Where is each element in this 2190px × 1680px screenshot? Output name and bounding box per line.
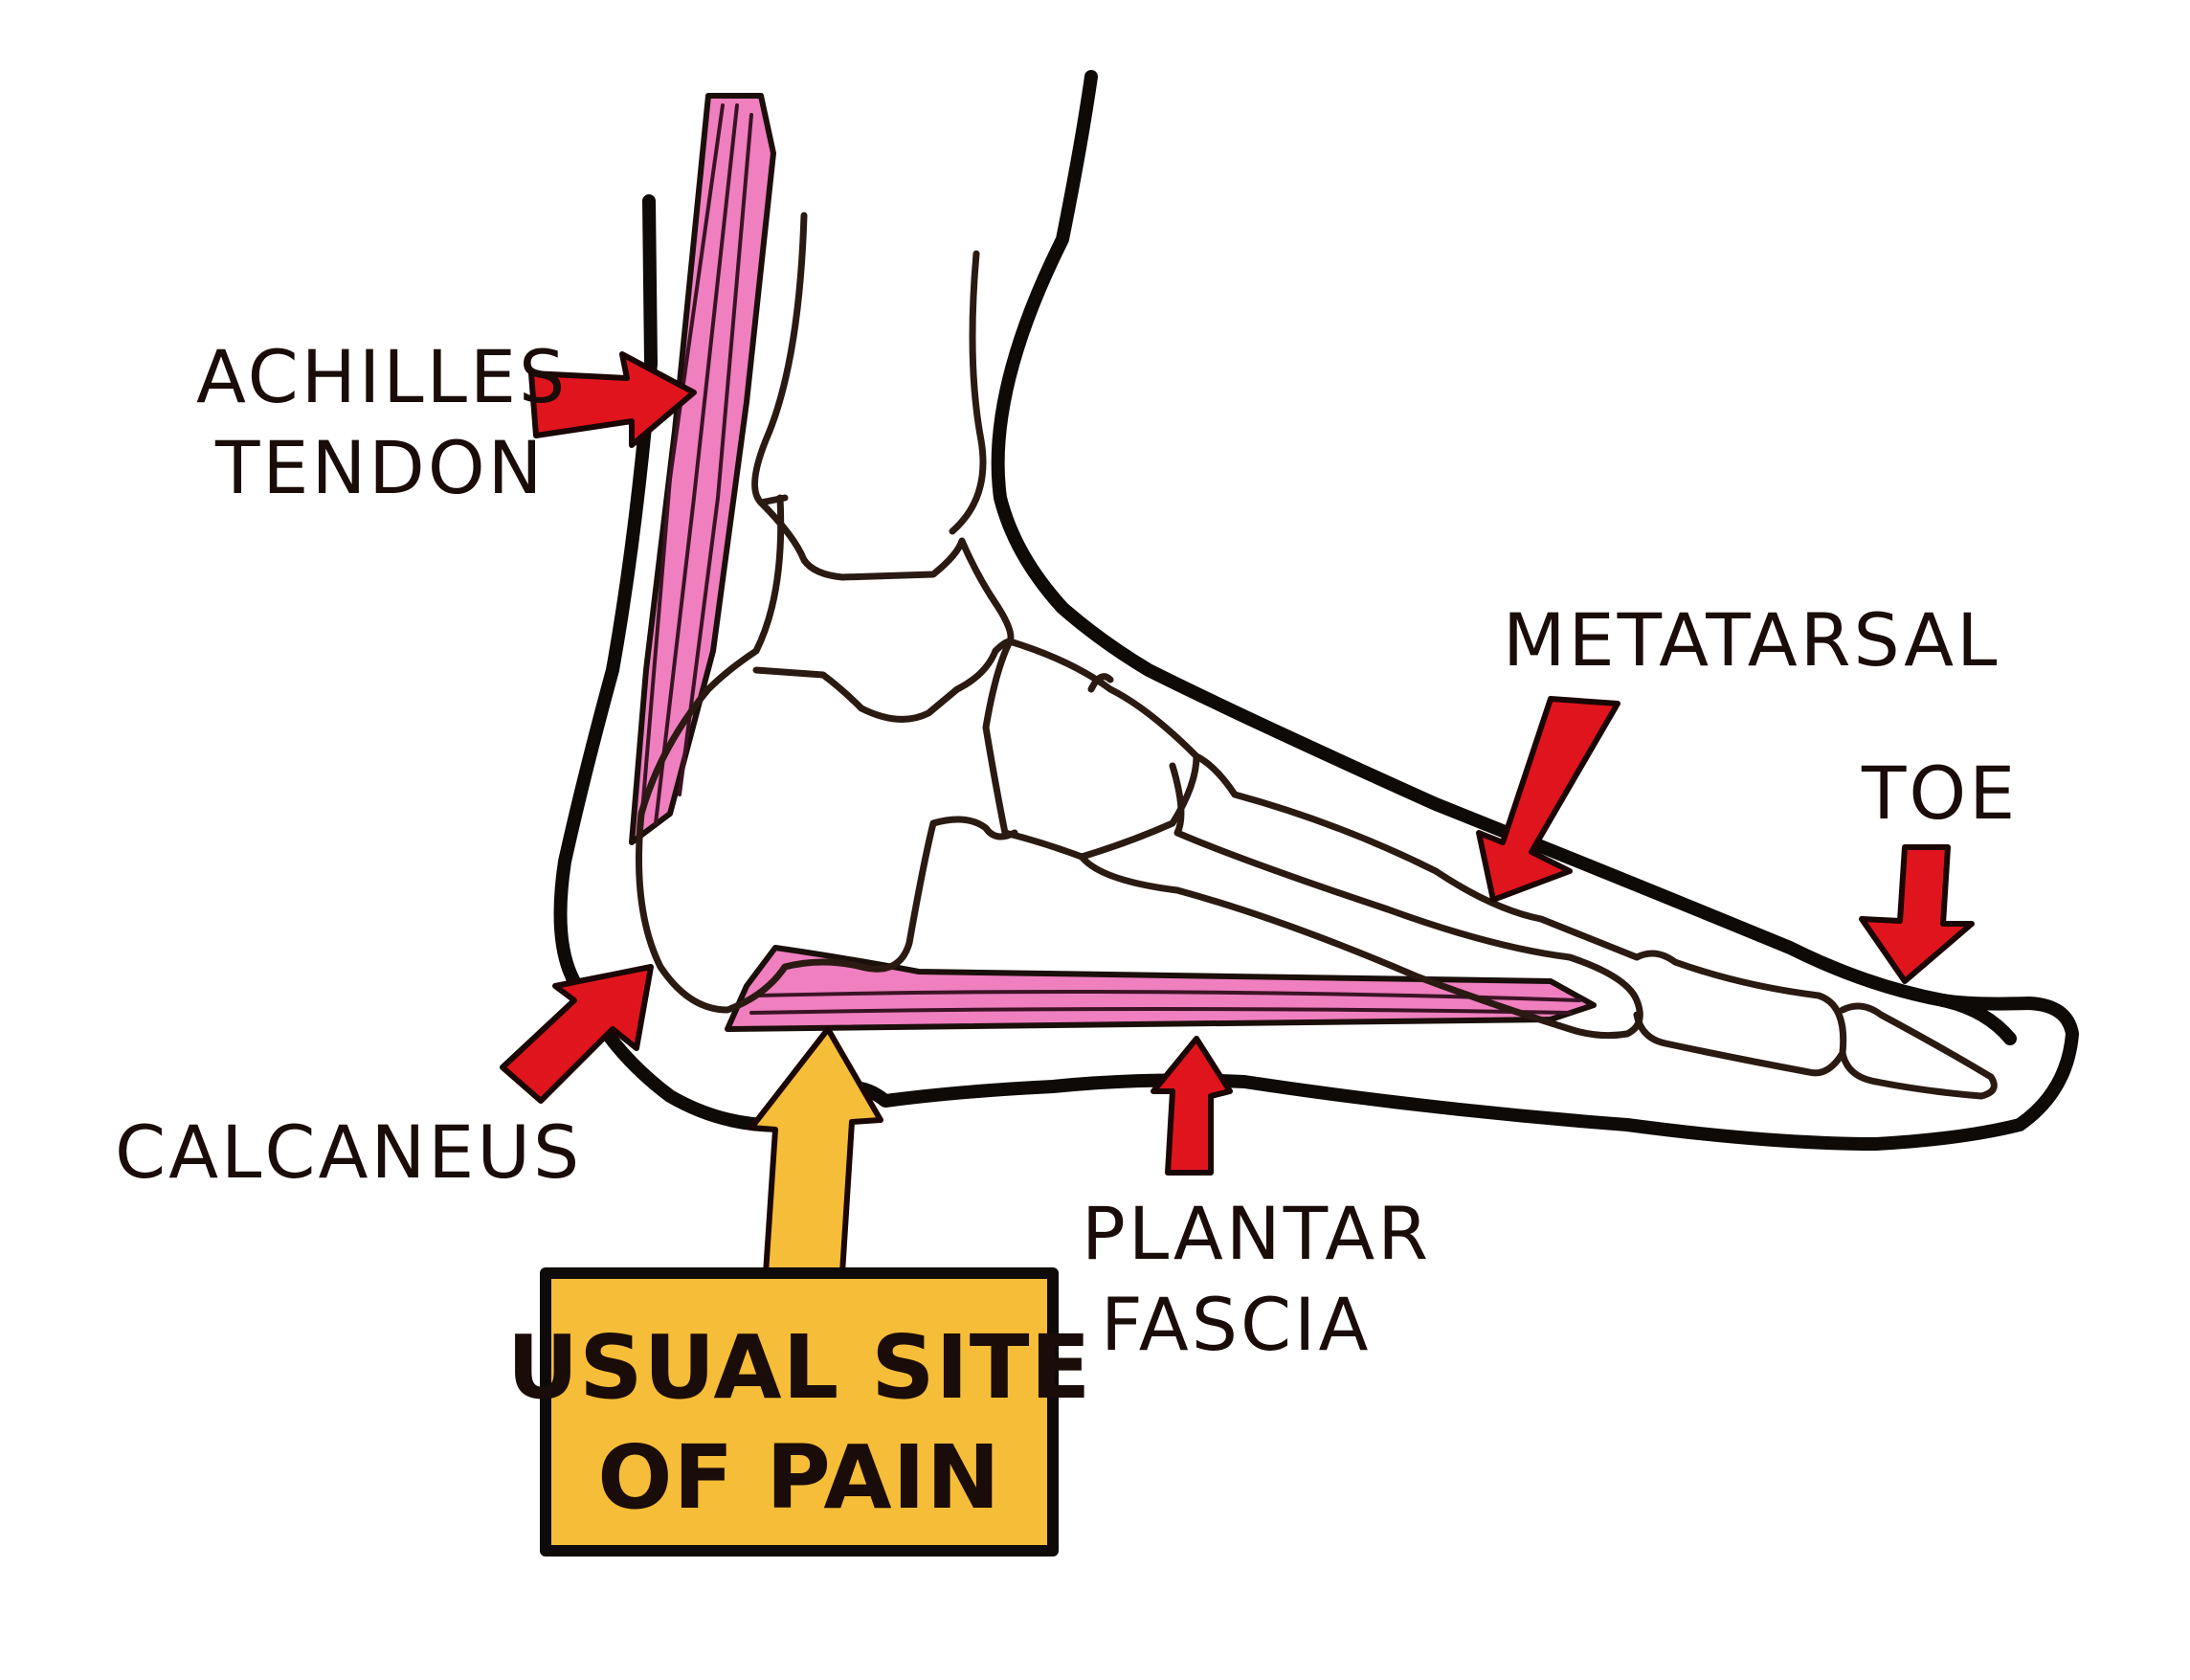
plantar-label-line-2: FASCIA: [1101, 1282, 1371, 1367]
plantar-label-line-1: PLANTAR: [1082, 1191, 1431, 1276]
achilles-label-line-2: TENDON: [214, 425, 546, 510]
plantar-fascia-shape: [727, 948, 1594, 1029]
talus: [761, 503, 1011, 641]
pain-arrow[interactable]: [751, 1029, 881, 1273]
tibia-front: [952, 254, 983, 531]
callout-line-2: OF PAIN: [597, 1426, 1001, 1529]
toe-arrow[interactable]: [1862, 847, 1972, 981]
calcaneus-label: CALCANEUS: [115, 1109, 582, 1195]
distal-phalanx: [1843, 1006, 1994, 1096]
calcaneus-arrow[interactable]: [503, 967, 651, 1101]
plantar-fascia-arrow[interactable]: [1153, 1039, 1230, 1173]
proximal-phalanx: [1637, 953, 1844, 1073]
pain-callout: USUAL SITE OF PAIN: [507, 1029, 1092, 1551]
toe-label: TOE: [1861, 750, 2018, 836]
achilles-label-line-1: ACHILLES: [196, 334, 568, 419]
callout-line-1: USUAL SITE: [507, 1316, 1092, 1419]
calcaneus-inner-line: [756, 641, 1010, 719]
metatarsal-label: METATARSAL: [1503, 597, 2000, 683]
plantar-fascia: [727, 948, 1594, 1029]
